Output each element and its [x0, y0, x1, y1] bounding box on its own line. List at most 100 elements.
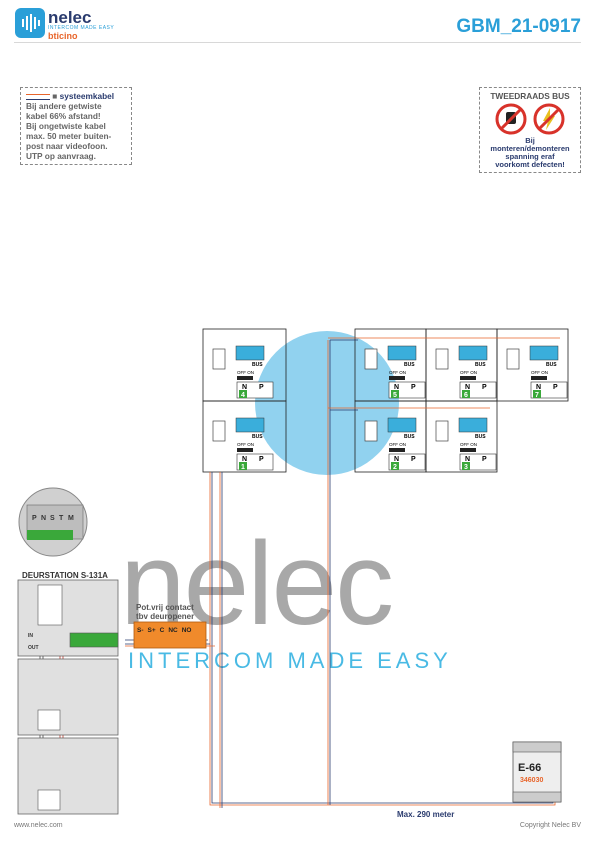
bus-label: BUS: [252, 434, 263, 440]
psu-label: E-66: [518, 762, 542, 774]
dip-switch-icon: [460, 448, 476, 452]
p-label: P: [482, 456, 487, 463]
off-on-label: OFF ON: [460, 370, 477, 375]
dip-switch-icon: [460, 376, 476, 380]
unit-number-badge: [391, 390, 399, 398]
p-label: P: [482, 384, 487, 391]
bus-warning-line: Bij monteren/demonteren: [490, 136, 570, 153]
videophone-icon: [364, 420, 378, 442]
relay-label-line: Pot.vrij contact: [136, 603, 194, 612]
psu-code: 346030: [520, 777, 544, 784]
unit-number: 5: [393, 392, 397, 399]
unit-number-badge: [391, 462, 399, 470]
door-module-bottom: [17, 737, 119, 815]
door-module-middle: [17, 658, 119, 736]
unit-number: 7: [535, 392, 539, 399]
unit-number: 2: [393, 464, 397, 471]
detail-terminal-label: N: [41, 515, 46, 522]
cable-note-line: Bij ongetwiste kabel: [26, 121, 106, 131]
unit-number-badge: [239, 462, 247, 470]
n-label: N: [242, 456, 247, 463]
relay-label: Pot.vrij contact tbv deuropener: [136, 603, 194, 621]
brand-name: nelec: [48, 8, 92, 27]
unit-number-badge: [533, 390, 541, 398]
dip-switch-icon: [389, 376, 405, 380]
p-label: P: [259, 456, 264, 463]
bus-terminal: [458, 345, 488, 361]
cable-note-line: Bij andere getwiste: [26, 101, 102, 111]
dip-switch-icon: [237, 448, 253, 452]
n-label: N: [465, 384, 470, 391]
unit-number: 3: [464, 464, 468, 471]
bus-terminal: [235, 417, 265, 433]
nelec-logo-icon: [15, 8, 45, 38]
unit-number: 6: [464, 392, 468, 399]
door-station-label: DEURSTATION S-131A: [22, 571, 108, 580]
footer-copyright: Copyright Nelec BV: [519, 822, 581, 829]
off-on-label: OFF ON: [389, 370, 406, 375]
relay-terminal: C: [159, 627, 165, 634]
bus-label: BUS: [404, 362, 415, 368]
bus-terminal: [235, 345, 265, 361]
bus-warning-line: spanning eraf: [505, 152, 555, 161]
bus-cables: [39, 337, 560, 808]
bus-warning-note: TWEEDRAADS BUS Bij monteren/demonteren s…: [479, 87, 581, 173]
cable-note-line: max. 50 meter buiten-: [26, 131, 112, 141]
bus-warning-line: voorkomt defecten!: [495, 160, 565, 169]
apartment-box-1: [202, 400, 287, 473]
p-label: P: [553, 384, 558, 391]
door-terminal-strip: [69, 632, 119, 648]
bus-terminal: [387, 345, 417, 361]
detail-terminal-label: P: [32, 515, 37, 522]
relay-label-line: tbv deuropener: [136, 612, 195, 621]
no-plug-icon: [495, 103, 527, 135]
videophone-icon: [212, 420, 226, 442]
door-out-label: OUT: [28, 645, 39, 651]
bus-warning-title: TWEEDRAADS BUS: [490, 91, 570, 101]
n-label: N: [394, 384, 399, 391]
off-on-label: OFF ON: [237, 442, 254, 447]
off-on-label: OFF ON: [460, 442, 477, 447]
apartment-box-7: [496, 328, 569, 402]
cable-note-line: UTP op aanvraag.: [26, 151, 96, 161]
unit-number-badge: [462, 462, 470, 470]
dip-switch-icon: [237, 376, 253, 380]
no-voltage-icon: [533, 103, 565, 135]
unit-number: 1: [241, 464, 245, 471]
bus-label: BUS: [252, 362, 263, 368]
unit-number-badge: [462, 390, 470, 398]
apartment-unit-3: BUS OFF ON N P 3: [435, 417, 497, 471]
bus-label: BUS: [404, 434, 415, 440]
document-code: GBM_21-0917: [456, 16, 581, 37]
cable-note-line: post naar videofoon.: [26, 141, 108, 151]
dip-switch-icon: [531, 376, 547, 380]
n-label: N: [242, 384, 247, 391]
n-label: N: [465, 456, 470, 463]
bus-label: BUS: [475, 434, 486, 440]
cable-note-title: systeemkabel: [59, 91, 115, 101]
apartment-unit-1: BUS OFF ON N P 1: [212, 417, 274, 471]
relay-terminal: NO: [181, 627, 192, 634]
bus-terminal: [458, 417, 488, 433]
watermark-tagline: INTERCOM MADE EASY: [128, 648, 452, 673]
dip-switch-icon: [389, 448, 405, 452]
videophone-icon: [435, 420, 449, 442]
videophone-icon: [212, 348, 226, 370]
footer-url: www.nelec.com: [14, 822, 63, 829]
relay-terminals: S- S+ C NC NO: [137, 627, 191, 634]
off-on-label: OFF ON: [389, 442, 406, 447]
off-on-label: OFF ON: [237, 370, 254, 375]
watermark-circle: [255, 331, 399, 475]
unit-number-badge: [239, 390, 247, 398]
bus-label: BUS: [546, 362, 557, 368]
off-on-label: OFF ON: [531, 370, 548, 375]
apartment-box-3: [425, 400, 498, 473]
relay-terminal: NC: [168, 627, 178, 634]
videophone-icon: [364, 348, 378, 370]
videophone-icon: [435, 348, 449, 370]
videophone-icon: [506, 348, 520, 370]
